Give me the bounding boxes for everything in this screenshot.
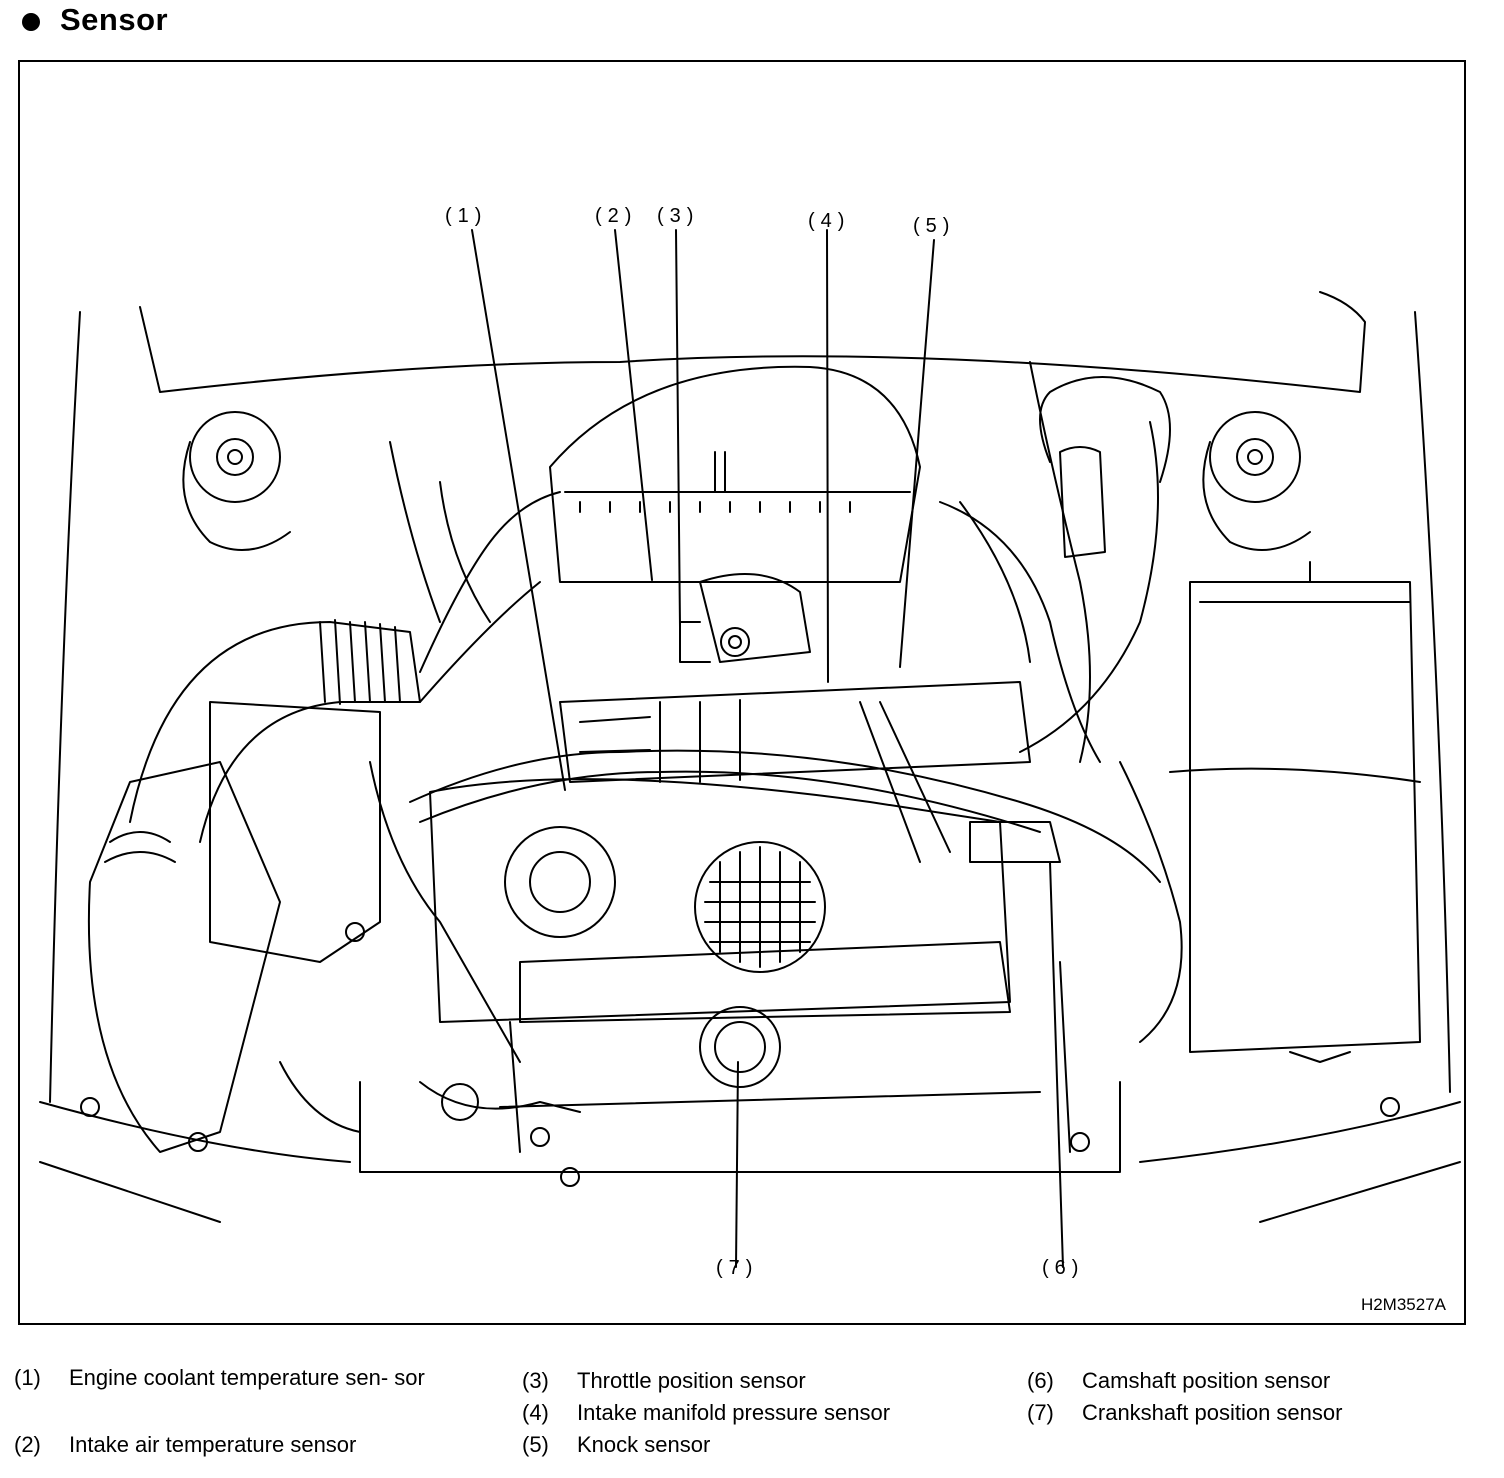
throttle-body	[699, 573, 811, 663]
callout-7: (7)	[716, 1257, 759, 1279]
callout-2: (2)	[595, 205, 638, 227]
brake-master-cylinder	[1059, 446, 1106, 558]
front-bumper-left	[39, 1101, 351, 1163]
legend-label: Engine coolant temperature sen- sor	[69, 1365, 425, 1390]
coolant-reservoir	[209, 701, 381, 963]
legend-label: Crankshaft position sensor	[1082, 1400, 1343, 1425]
air-filter-box	[87, 761, 281, 1153]
leader-line-5	[899, 239, 935, 668]
heading-text: Sensor	[60, 2, 169, 37]
legend-item-5: (5) Knock sensor	[522, 1429, 957, 1461]
legend-label: Intake air temperature sensor	[69, 1432, 357, 1457]
leader-line-1	[471, 229, 566, 791]
battery	[1189, 581, 1421, 1053]
intake-plenum	[549, 365, 921, 583]
timing-belt-cover	[519, 941, 1011, 1023]
right-strut-tower	[1209, 411, 1301, 503]
left-fender	[49, 311, 81, 1103]
firewall-outline	[139, 291, 1366, 393]
legend-item-4: (4) Intake manifold pressure sensor	[522, 1397, 957, 1429]
legend-label: Camshaft position sensor	[1082, 1368, 1331, 1393]
legend-num: (2)	[14, 1432, 41, 1457]
legend-num: (7)	[1027, 1400, 1054, 1425]
legend-num: (4)	[522, 1400, 549, 1425]
figure-code: H2M3527A	[1360, 1295, 1446, 1314]
legend-item-1: (1) Engine coolant temperature sen- sor	[14, 1362, 444, 1394]
leader-line-2	[614, 229, 653, 581]
callout-4: (4)	[808, 210, 851, 232]
front-bumper-right	[1139, 1101, 1461, 1163]
engine-diagram-frame: (1) (2) (3) (4) (5) (6) (7) H2M3527A	[18, 60, 1466, 1325]
alternator	[694, 841, 826, 973]
legend-item-2: (2) Intake air temperature sensor	[14, 1429, 449, 1461]
bullet-icon	[22, 13, 40, 31]
callout-6: (6)	[1042, 1257, 1085, 1279]
wiring-harness	[409, 749, 1161, 883]
callout-1: (1)	[445, 205, 488, 227]
legend-item-7: (7) Crankshaft position sensor	[1027, 1397, 1462, 1429]
legend-num: (6)	[1027, 1368, 1054, 1393]
legend-item-6: (6) Camshaft position sensor	[1027, 1365, 1462, 1397]
fuel-rail	[559, 681, 1031, 783]
intake-tube	[129, 621, 421, 843]
leader-line-7	[735, 1061, 739, 1268]
callout-5: (5)	[913, 215, 956, 237]
water-pump-pulley	[504, 826, 616, 938]
battery-tray	[1169, 767, 1421, 783]
right-fender	[1414, 311, 1451, 1093]
leader-line-3	[675, 229, 681, 628]
callout-3: (3)	[657, 205, 700, 227]
legend-label: Throttle position sensor	[577, 1368, 806, 1393]
engine-bay-drawing	[39, 229, 1461, 1268]
legend-num: (5)	[522, 1432, 549, 1457]
legend-num: (1)	[14, 1365, 41, 1390]
crankshaft-pulley	[699, 1006, 781, 1088]
left-strut-tower	[189, 411, 281, 503]
legend-num: (3)	[522, 1368, 549, 1393]
leader-line-4	[826, 229, 829, 683]
radiator-support	[359, 1081, 1121, 1173]
radiator-hose	[419, 1081, 581, 1113]
leader-line-6	[1049, 861, 1064, 1268]
legend-label: Intake manifold pressure sensor	[577, 1400, 891, 1425]
section-heading: Sensor	[22, 0, 168, 40]
legend-item-3: (3) Throttle position sensor	[522, 1365, 957, 1397]
engine-front-cover	[429, 778, 1011, 1023]
legend-label: Knock sensor	[577, 1432, 711, 1457]
